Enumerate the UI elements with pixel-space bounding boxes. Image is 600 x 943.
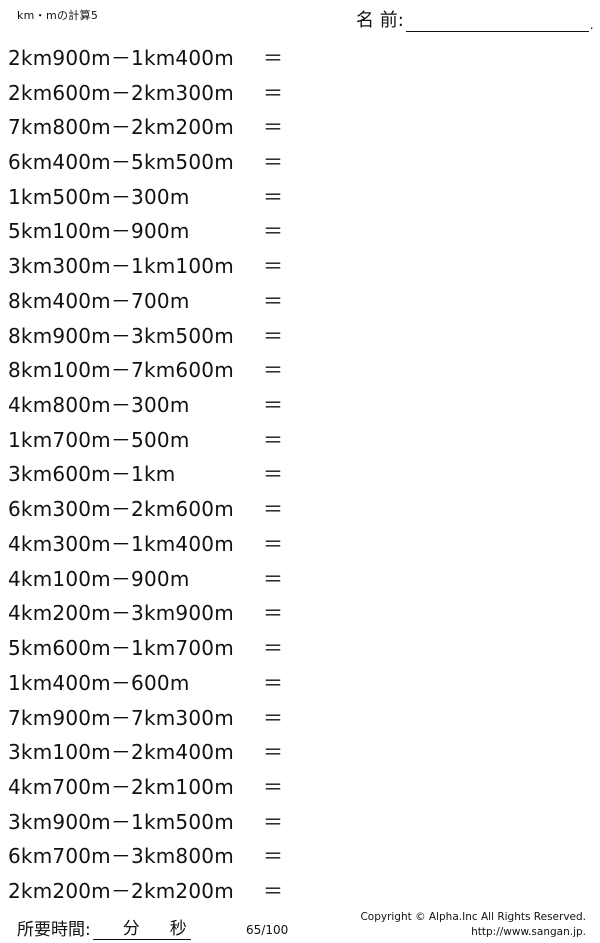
time-input-line[interactable]: 分 秒 [92, 919, 191, 940]
problem-expression: 6km300m－2km600m [8, 497, 234, 522]
problem-row: 6km300m－2km600m ＝ [8, 490, 308, 525]
problem-expression: 2km900m－1km400m [8, 45, 234, 70]
equals-sign: ＝ [263, 670, 284, 695]
equals-sign: ＝ [263, 705, 284, 730]
equals-sign: ＝ [263, 531, 284, 556]
name-line-end: . [589, 18, 594, 32]
problem-row: 8km100m－7km600m ＝ [8, 351, 308, 386]
problem-row: 3km100m－2km400m ＝ [8, 733, 308, 768]
problem-row: 6km400m－5km500m ＝ [8, 143, 308, 178]
problem-row: 4km300m－1km400m ＝ [8, 525, 308, 560]
seconds-unit: 秒 [169, 919, 187, 939]
equals-sign: ＝ [263, 288, 284, 313]
problem-expression: 7km900m－7km300m [8, 705, 234, 730]
equals-sign: ＝ [263, 566, 284, 591]
problem-expression: 8km900m－3km500m [8, 323, 234, 348]
equals-sign: ＝ [263, 80, 284, 105]
page-number: 65/100 [246, 923, 289, 937]
problem-row: 4km700m－2km100m ＝ [8, 768, 308, 803]
problem-expression: 4km800m－300m [8, 393, 190, 418]
problem-expression: 2km200m－2km200m [8, 879, 234, 904]
problem-row: 8km900m－3km500m ＝ [8, 317, 308, 352]
name-field: 名 前: . [356, 6, 594, 32]
problem-expression: 4km300m－1km400m [8, 531, 234, 556]
equals-sign: ＝ [263, 323, 284, 348]
problem-row: 4km800m－300m ＝ [8, 386, 308, 421]
name-label: 名 前: [356, 10, 404, 31]
problem-expression: 8km100m－7km600m [8, 358, 234, 383]
time-label: 所要時間: [17, 920, 91, 940]
equals-sign: ＝ [263, 879, 284, 904]
equals-sign: ＝ [263, 393, 284, 418]
problem-expression: 4km700m－2km100m [8, 774, 234, 799]
problem-row: 3km300m－1km100m ＝ [8, 247, 308, 282]
problem-row: 8km400m－700m ＝ [8, 282, 308, 317]
problem-expression: 4km100m－900m [8, 566, 190, 591]
problem-row: 3km600m－1km ＝ [8, 456, 308, 491]
problem-expression: 3km600m－1km [8, 462, 176, 487]
minutes-unit: 分 [122, 919, 140, 939]
time-taken: 所要時間: 分 秒 [17, 915, 191, 940]
problem-expression: 1km700m－500m [8, 427, 190, 452]
site-url: http://www.sangan.jp. [471, 926, 586, 938]
problem-expression: 3km100m－2km400m [8, 740, 234, 765]
equals-sign: ＝ [263, 184, 284, 209]
problem-expression: 1km400m－600m [8, 670, 190, 695]
problem-row: 7km800m－2km200m ＝ [8, 108, 308, 143]
problem-expression: 6km400m－5km500m [8, 150, 234, 175]
worksheet-title: km・mの計算5 [17, 9, 99, 22]
equals-sign: ＝ [263, 115, 284, 140]
equals-sign: ＝ [263, 219, 284, 244]
problem-expression: 2km600m－2km300m [8, 80, 234, 105]
problem-expression: 1km500m－300m [8, 184, 190, 209]
problem-row: 5km600m－1km700m ＝ [8, 629, 308, 664]
equals-sign: ＝ [263, 740, 284, 765]
problem-expression: 5km100m－900m [8, 219, 190, 244]
problem-row: 7km900m－7km300m ＝ [8, 699, 308, 734]
name-input-line[interactable] [405, 13, 589, 32]
equals-sign: ＝ [263, 497, 284, 522]
equals-sign: ＝ [263, 358, 284, 383]
equals-sign: ＝ [263, 462, 284, 487]
equals-sign: ＝ [263, 809, 284, 834]
problem-row: 1km400m－600m ＝ [8, 664, 308, 699]
problem-row: 1km700m－500m ＝ [8, 421, 308, 456]
equals-sign: ＝ [263, 601, 284, 626]
copyright-block: Copyright © Alpha.Inc All Rights Reserve… [360, 910, 586, 940]
equals-sign: ＝ [263, 427, 284, 452]
problem-row: 6km700m－3km800m ＝ [8, 838, 308, 873]
problem-row: 2km900m－1km400m ＝ [8, 39, 308, 74]
problem-row: 4km100m－900m ＝ [8, 560, 308, 595]
equals-sign: ＝ [263, 844, 284, 869]
problem-expression: 3km300m－1km100m [8, 254, 234, 279]
problem-expression: 6km700m－3km800m [8, 844, 234, 869]
problem-expression: 4km200m－3km900m [8, 601, 234, 626]
problem-row: 5km100m－900m ＝ [8, 213, 308, 248]
problem-row: 2km200m－2km200m ＝ [8, 872, 308, 907]
equals-sign: ＝ [263, 254, 284, 279]
problem-row: 2km600m－2km300m ＝ [8, 74, 308, 109]
equals-sign: ＝ [263, 636, 284, 661]
problem-row: 4km200m－3km900m ＝ [8, 595, 308, 630]
problem-row: 3km900m－1km500m ＝ [8, 803, 308, 838]
problem-expression: 3km900m－1km500m [8, 809, 234, 834]
equals-sign: ＝ [263, 774, 284, 799]
copyright-text: Copyright © Alpha.Inc All Rights Reserve… [360, 911, 586, 923]
equals-sign: ＝ [263, 45, 284, 70]
problem-list: 2km900m－1km400m＝2km600m－2km300m＝7km800m－… [8, 39, 308, 907]
equals-sign: ＝ [263, 150, 284, 175]
problem-expression: 8km400m－700m [8, 288, 190, 313]
problem-row: 1km500m－300m ＝ [8, 178, 308, 213]
problem-expression: 5km600m－1km700m [8, 636, 234, 661]
problem-expression: 7km800m－2km200m [8, 115, 234, 140]
